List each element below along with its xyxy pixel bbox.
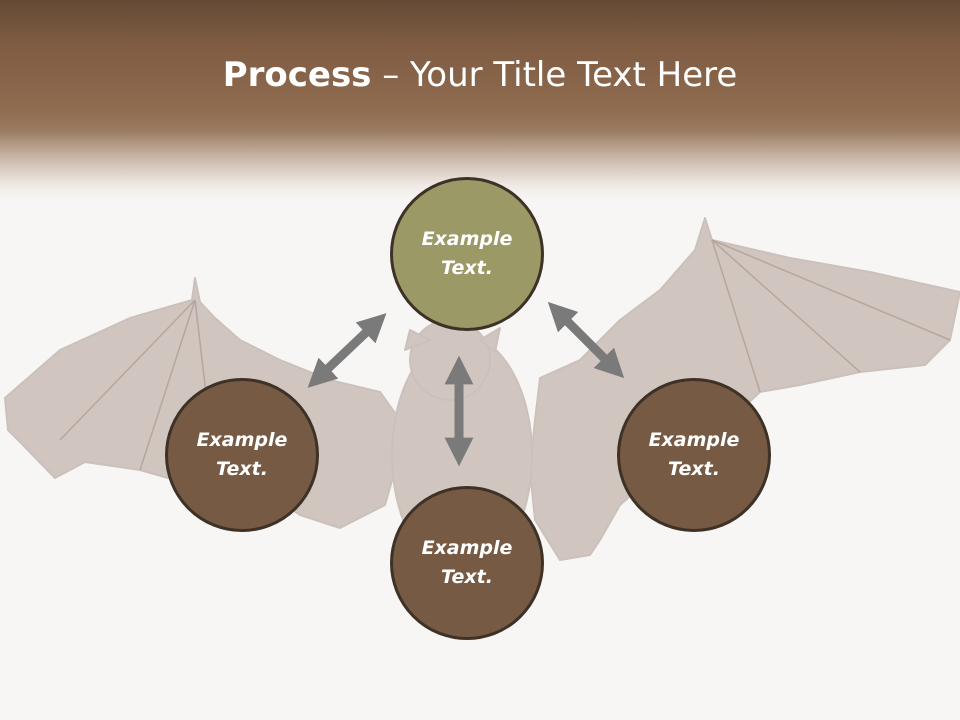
node-right: Example Text.: [617, 378, 771, 532]
slide-title: Process – Your Title Text Here: [0, 52, 960, 98]
arrow-top-left: [307, 313, 387, 388]
node-top-label: Example Text.: [421, 228, 513, 279]
node-left-label: Example Text.: [196, 429, 288, 480]
title-rest: – Your Title Text Here: [371, 55, 738, 95]
node-bottom-label: Example Text.: [421, 537, 513, 588]
node-bottom: Example Text.: [390, 486, 544, 640]
node-left: Example Text.: [165, 378, 319, 532]
title-bold: Process: [222, 55, 372, 95]
arrow-top-right: [547, 301, 625, 379]
node-top: Example Text.: [390, 177, 544, 331]
node-right-label: Example Text.: [648, 429, 740, 480]
header-band: [0, 0, 960, 200]
